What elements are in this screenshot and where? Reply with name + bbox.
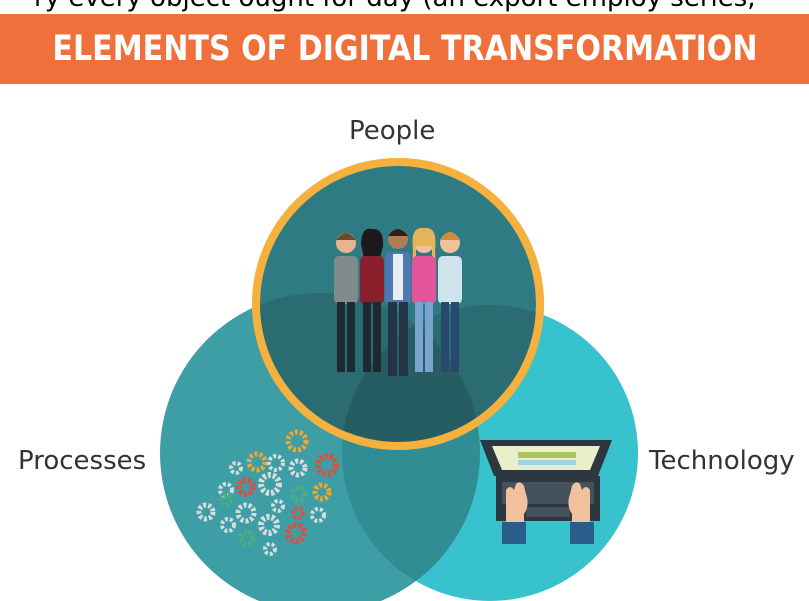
gear-icon	[258, 472, 282, 496]
gear-icon	[312, 482, 332, 502]
gear-icon	[220, 517, 236, 533]
gear-icon	[235, 502, 257, 524]
person-icon	[360, 228, 384, 372]
gear-icon	[229, 461, 243, 475]
person-icon	[412, 227, 436, 372]
gear-icon	[315, 453, 339, 477]
gear-icon	[291, 506, 305, 520]
cropped-text: ry every object ought for day (an export…	[34, 0, 756, 12]
gear-icon	[288, 458, 308, 478]
hand-icon	[506, 482, 528, 522]
gear-icon	[196, 502, 216, 522]
gear-icon	[267, 454, 285, 472]
page-title: ELEMENTS OF DIGITAL TRANSFORMATION	[51, 29, 758, 69]
people-label: People	[349, 116, 436, 146]
laptop-illustration	[480, 440, 612, 544]
people-ring-outline	[252, 158, 544, 450]
gear-icon	[218, 482, 234, 498]
gear-icon	[310, 507, 326, 523]
gear-icon	[219, 493, 233, 507]
person-icon	[385, 229, 411, 376]
hand-icon	[568, 482, 590, 522]
gear-icon	[236, 477, 256, 497]
gear-icon	[258, 514, 280, 536]
gear-icon	[285, 429, 309, 453]
technology-label: Technology	[649, 446, 795, 476]
gear-icon	[238, 529, 256, 547]
gear-icon	[271, 499, 285, 513]
person-icon	[334, 233, 358, 372]
cropped-top-text: ry every object ought for day (an export…	[0, 0, 809, 14]
processes-label: Processes	[18, 446, 147, 476]
gears-illustration	[196, 429, 339, 556]
gear-icon	[285, 522, 307, 544]
people-illustration	[334, 227, 462, 376]
gear-icon	[246, 451, 268, 473]
title-banner: ELEMENTS OF DIGITAL TRANSFORMATION	[0, 14, 809, 84]
person-icon	[438, 232, 462, 372]
gear-icon	[290, 485, 308, 503]
center-overlap	[342, 305, 480, 444]
gear-icon	[263, 542, 277, 556]
